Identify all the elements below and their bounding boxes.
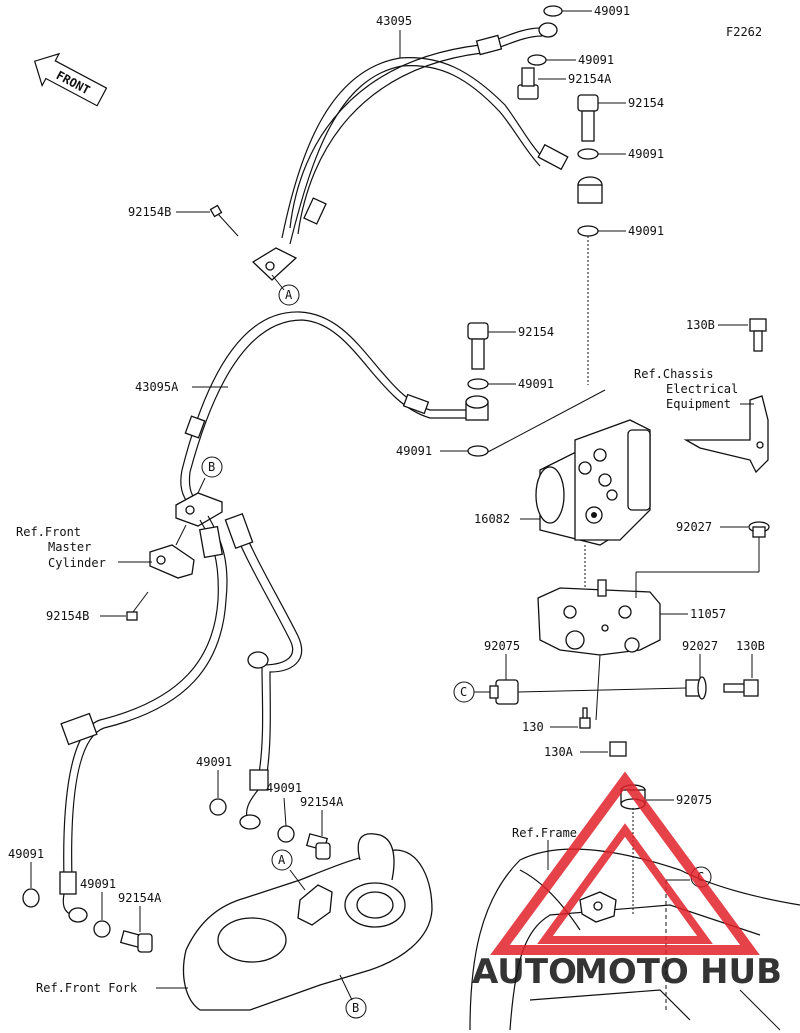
label-130b: 130B: [736, 639, 765, 653]
hose-junction-b: B: [175, 456, 223, 527]
label-49091: 49091: [8, 847, 44, 861]
ref-front-fork: Ref.Front Fork: [36, 981, 138, 995]
chassis-bracket: Ref.Chassis Electrical Equipment: [634, 367, 769, 474]
watermark-text-auto: AUTO: [472, 952, 577, 992]
watermark-triangle-icon: [490, 771, 760, 955]
bolt-92154a-top: [517, 67, 539, 100]
mid-labels: 92154 49091 49091 43095A: [135, 325, 606, 458]
frame-ref: C Ref.Frame: [469, 826, 800, 1031]
ref-chassis-line1: Ref.Chassis: [634, 367, 713, 381]
washer-icon: [467, 445, 489, 457]
label-49091: 49091: [628, 147, 664, 161]
label-92154: 92154: [628, 96, 664, 110]
washer-icon: [22, 888, 40, 908]
washer-icon: [209, 798, 227, 816]
banjo-left: [62, 893, 88, 923]
washer-icon: [577, 225, 599, 237]
banjo-right: [239, 789, 261, 830]
collar-92027-right: 92027: [682, 639, 718, 700]
watermark-text-moto: MOTO: [574, 952, 689, 992]
bolt-92154-mid: [467, 322, 489, 370]
hose-clamp-a: [251, 247, 298, 281]
ref-master-line2: Master: [48, 540, 91, 554]
ref-master-line1: Ref.Front: [16, 525, 81, 539]
bolt-130b-top: 130B: [686, 318, 767, 352]
callout-a: A: [285, 288, 293, 302]
label-92154b: 92154B: [128, 205, 171, 219]
callout-b: B: [208, 460, 215, 474]
ref-master-line3: Cylinder: [48, 556, 106, 570]
front-fork-clamp: A B Ref.Front Fork: [36, 833, 433, 1019]
label-92027: 92027: [682, 639, 718, 653]
washer-icon: [527, 54, 547, 66]
master-ref: Ref.Front Master Cylinder: [16, 525, 152, 570]
bolt-92154b-lower: 92154B: [46, 591, 149, 623]
bolt-92154b-upper: [209, 204, 239, 237]
callout-c: C: [460, 685, 467, 699]
label-49091: 49091: [266, 781, 302, 795]
washer-icon: [277, 825, 295, 843]
bolt-130b-right: 130B: [723, 639, 765, 697]
label-92075: 92075: [676, 793, 712, 807]
front-brake-hoses: [59, 512, 303, 895]
label-49091: 49091: [594, 4, 630, 18]
abs-bracket: 11057: [537, 579, 726, 721]
label-49091: 49091: [628, 224, 664, 238]
label-92154: 92154: [518, 325, 554, 339]
master-cylinder-bracket: [149, 524, 195, 579]
label-92154a: 92154A: [300, 795, 344, 809]
washer-icon: [577, 148, 599, 160]
washer-icon: [467, 378, 489, 390]
washer-icon: [543, 5, 563, 17]
grommet-92075-left: 92075 C: [453, 639, 687, 705]
bolt-130: 130: [522, 707, 591, 734]
collar-92027-top: 92027: [635, 520, 770, 598]
bolt-92154a-right: [305, 833, 331, 860]
label-92027: 92027: [676, 520, 712, 534]
lower-brake-hose: [180, 311, 489, 506]
label-43095a: 43095A: [135, 380, 179, 394]
label-92154b: 92154B: [46, 609, 89, 623]
label-130b: 130B: [686, 318, 715, 332]
lower-labels: 49091 49091 92154A 49091 49091 92154A: [8, 755, 344, 932]
label-49091: 49091: [518, 377, 554, 391]
label-92154a: 92154A: [118, 891, 162, 905]
label-49091: 49091: [196, 755, 232, 769]
label-130: 130: [522, 720, 544, 734]
bolt-92154a-left: [119, 930, 153, 953]
label-49091: 49091: [80, 877, 116, 891]
washer-icon: [93, 920, 111, 938]
callout-b: B: [352, 1001, 359, 1015]
label-92154a: 92154A: [568, 72, 612, 86]
front-arrow-icon: FRONT: [33, 52, 108, 107]
label-49091: 49091: [396, 444, 432, 458]
diagram-code: F2262: [726, 25, 762, 39]
watermark-text-hub: HUB: [700, 952, 782, 992]
upper-labels: 43095 49091 49091 92154A 92154 49091 490…: [128, 4, 664, 306]
label-43095: 43095: [376, 14, 412, 28]
label-16082: 16082: [474, 512, 510, 526]
ref-frame: Ref.Frame: [512, 826, 577, 840]
ref-chassis-line2: Electrical: [666, 382, 738, 396]
ref-chassis-line3: Equipment: [666, 397, 731, 411]
upper-brake-hose: [281, 22, 603, 245]
label-11057: 11057: [690, 607, 726, 621]
bolt-130a: 130A: [544, 741, 627, 759]
label-92075: 92075: [484, 639, 520, 653]
watermark-logo: AUTO MOTO HUB: [472, 771, 782, 992]
callout-a: A: [278, 853, 286, 867]
abs-hydraulic-unit: 16082: [474, 419, 651, 590]
label-130a: 130A: [544, 745, 574, 759]
bolt-92154-top: [577, 94, 599, 142]
label-49091: 49091: [578, 53, 614, 67]
